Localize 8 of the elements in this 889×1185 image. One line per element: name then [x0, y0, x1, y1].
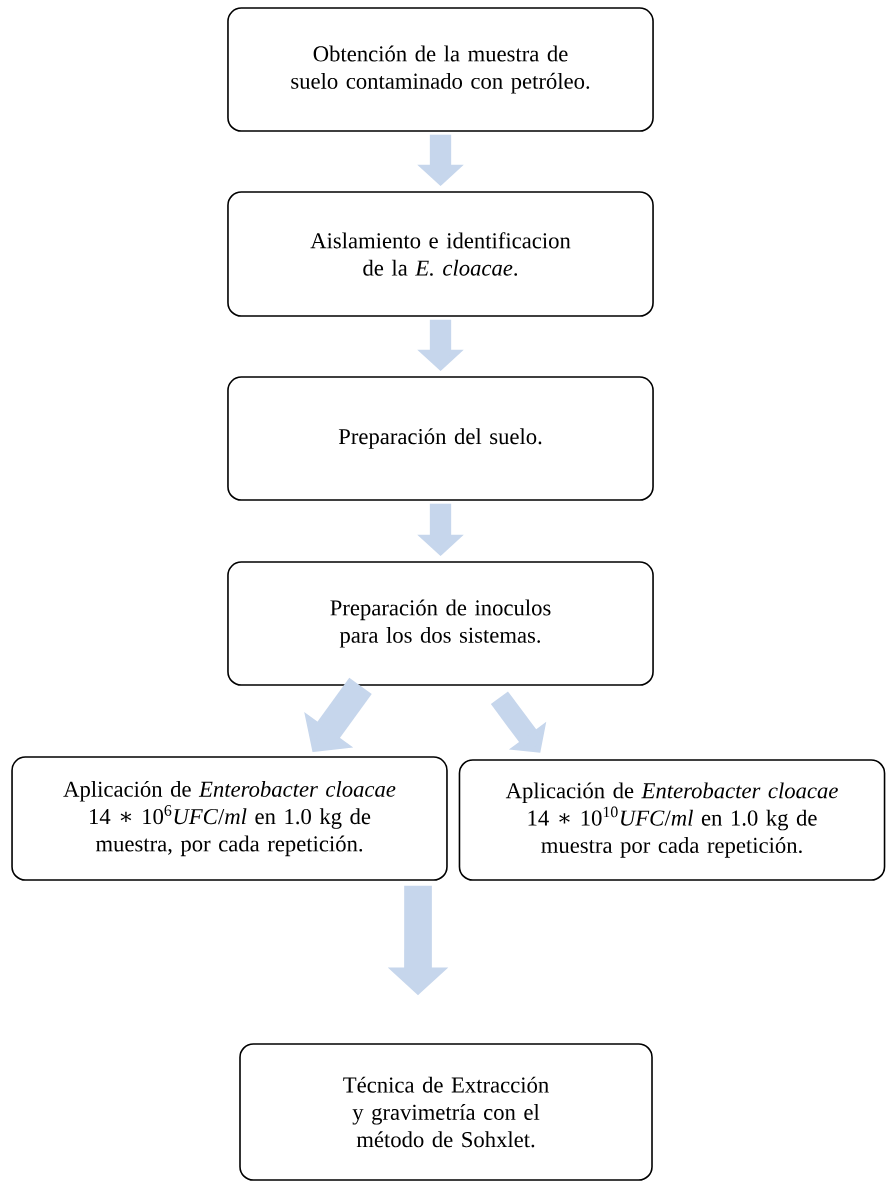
block-arrow: [490, 691, 547, 753]
process-box: Preparación del suelo.: [227, 376, 654, 501]
process-box: Aislamiento e identificacion de la E. cloacae.: [227, 191, 654, 317]
process-box: Obtención de la muestra de suelo contaminado con petróleo.: [227, 7, 654, 132]
process-box: Técnica de Extracción y gravimetría con el método de Sohxlet.: [239, 1043, 653, 1181]
process-box: Preparación de inoculos para los dos sistemas.: [227, 561, 654, 686]
process-box: Aplicación de Enterobacter cloacae 14 ∗ 10$^{10}$UFC/ml en 1.0 kg de muestra por cada repetición.: [458, 759, 886, 881]
process-box: Aplicación de Enterobacter cloacae 14 ∗ 10$^{6}$UFC/ml en 1.0 kg de muestra, por cada repetición.: [11, 756, 448, 881]
